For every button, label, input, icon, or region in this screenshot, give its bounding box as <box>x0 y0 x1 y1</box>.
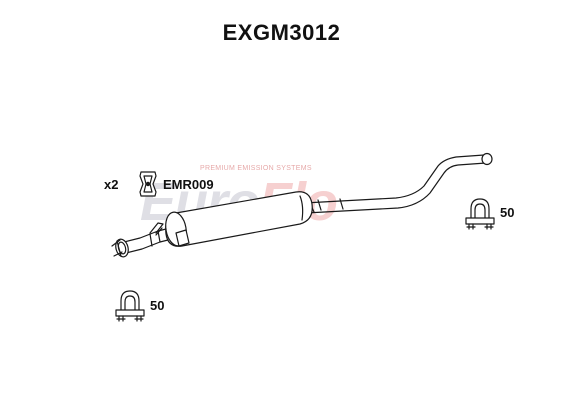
mounting-rubber-icon <box>139 171 157 197</box>
clamp-icon-left <box>115 290 145 322</box>
inlet-pipe <box>111 222 169 258</box>
tail-pipe <box>303 152 493 214</box>
clamp-right-size: 50 <box>500 205 515 220</box>
mounting-rubber-quantity: x2 <box>104 177 119 192</box>
watermark-tagline: PREMIUM EMISSION SYSTEMS <box>200 165 312 172</box>
clamp-icon-right <box>465 198 495 230</box>
mounting-rubber-code: EMR009 <box>163 177 214 192</box>
clamp-left-size: 50 <box>150 298 165 313</box>
inlet-collar <box>175 229 190 247</box>
part-number-title: EXGM3012 <box>222 20 341 45</box>
